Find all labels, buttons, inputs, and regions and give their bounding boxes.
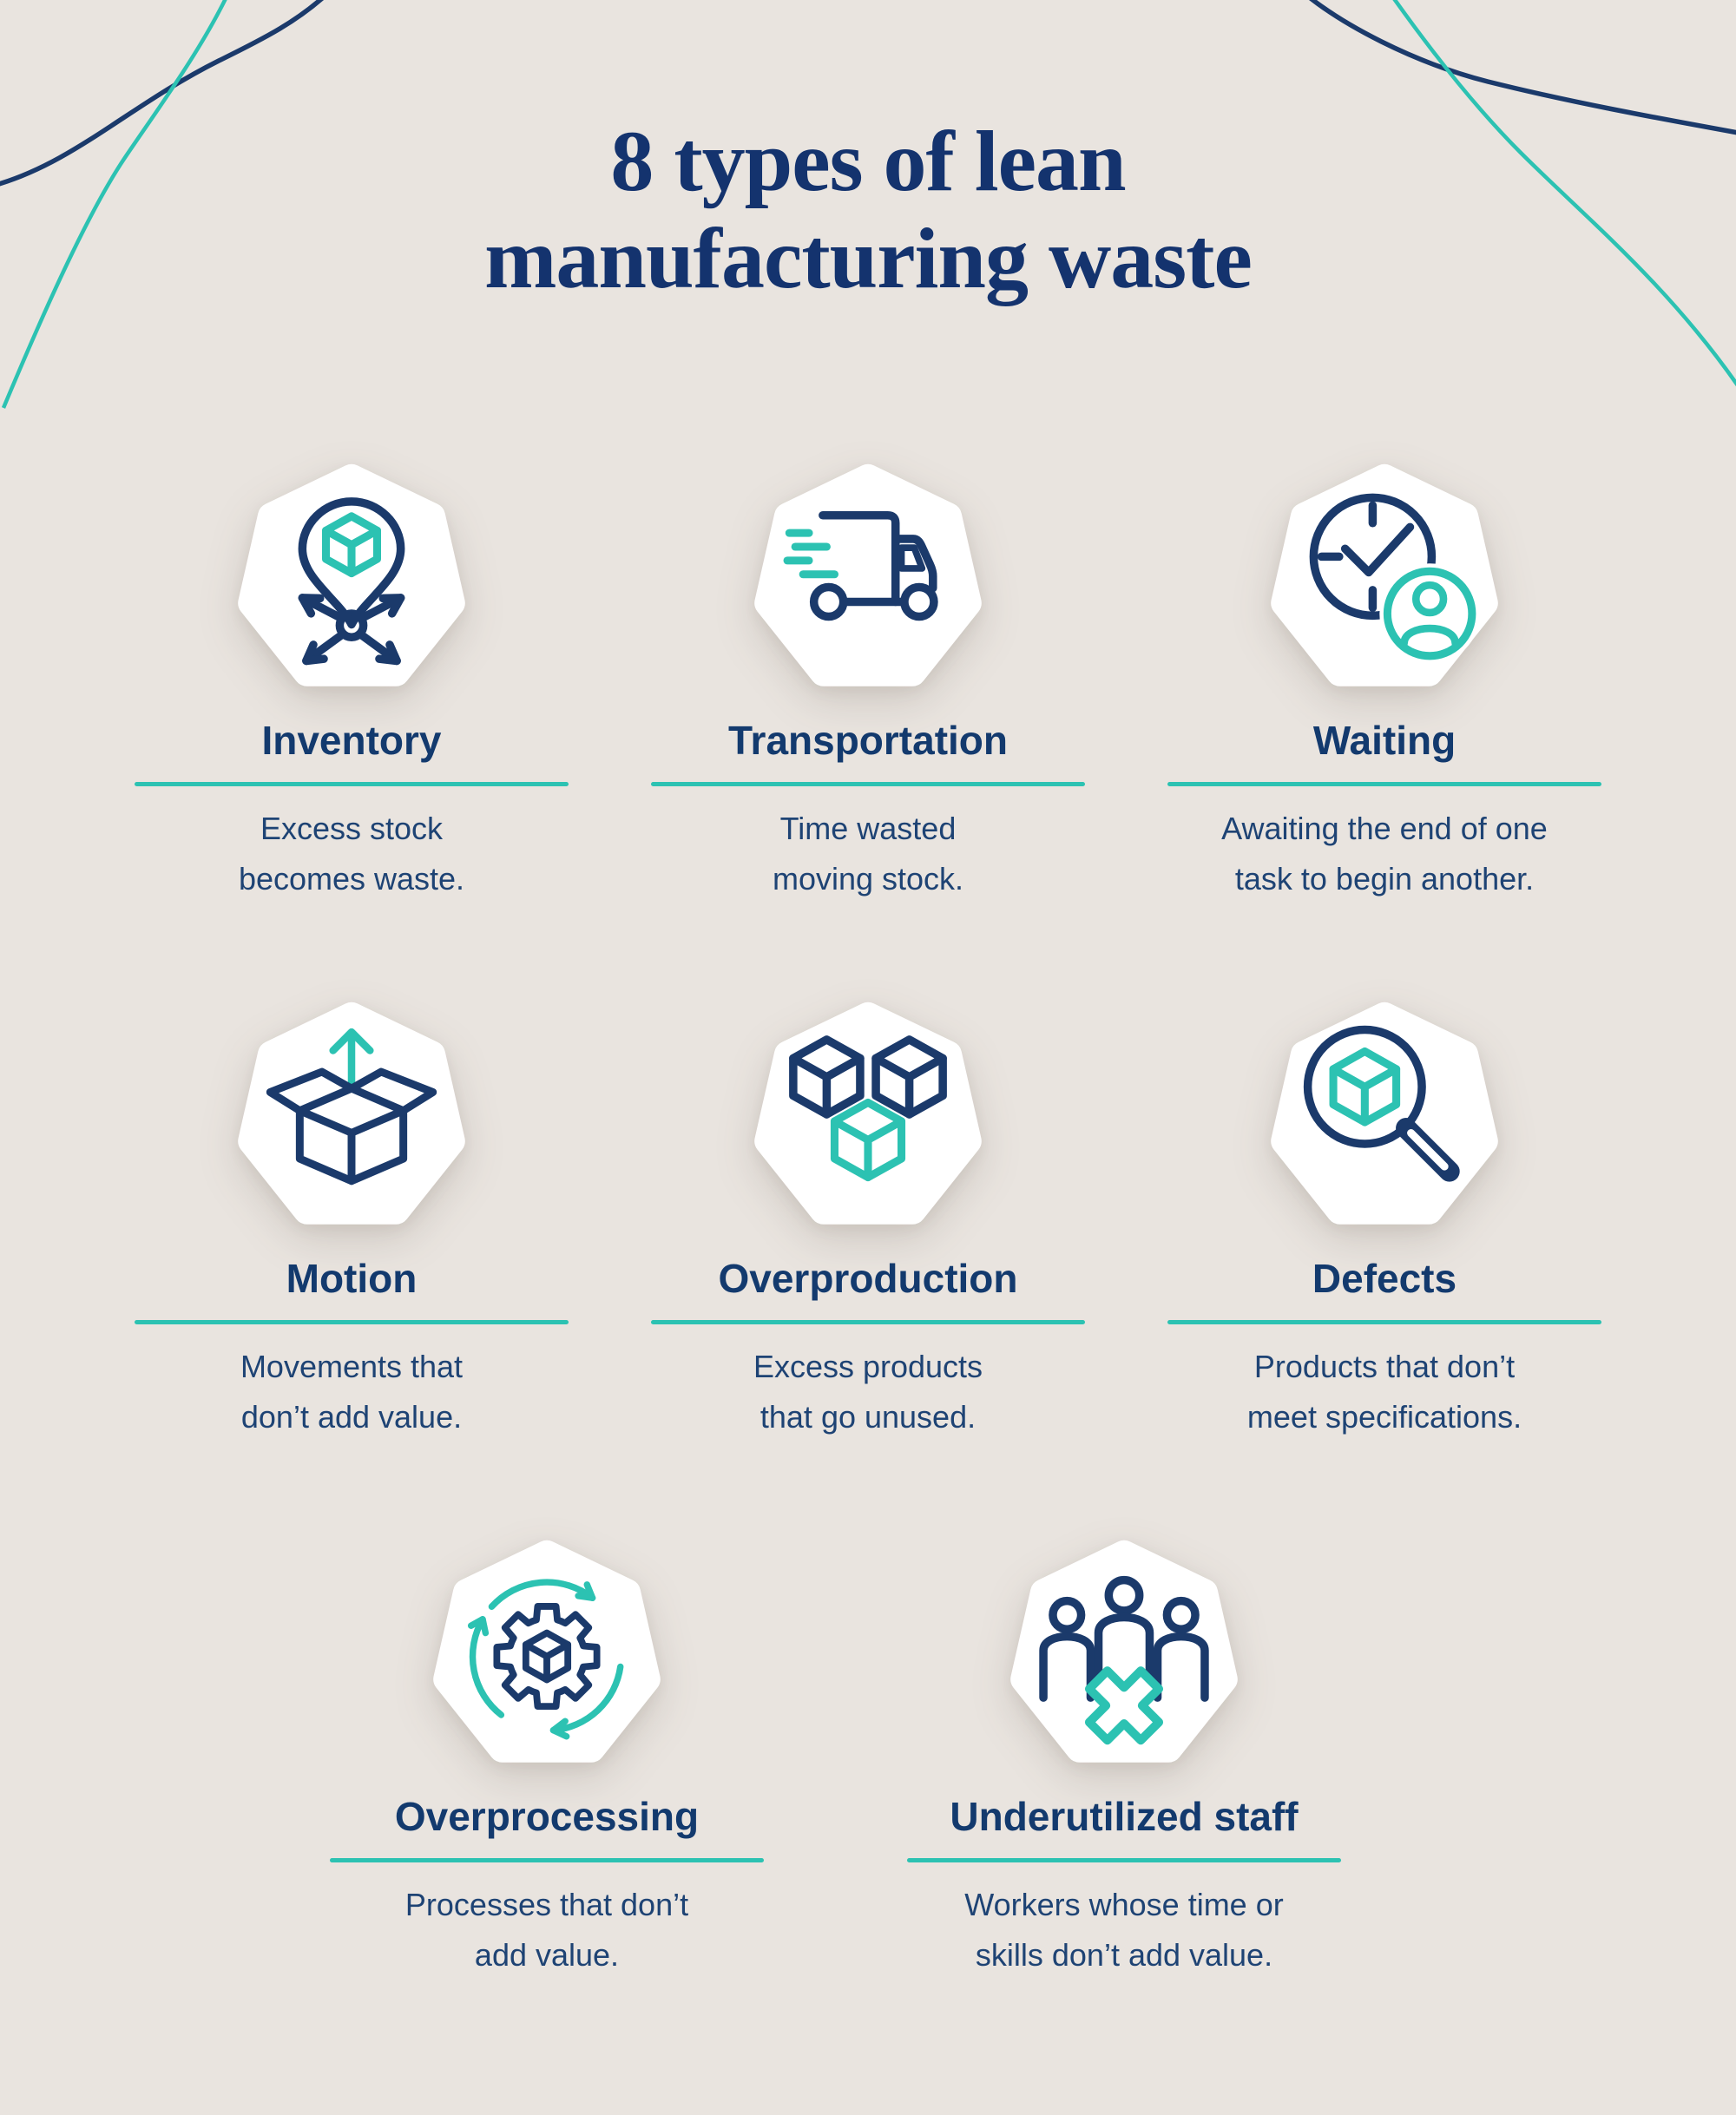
card-title: Motion [286,1256,418,1301]
desc-line: moving stock. [772,861,964,897]
decorative-curves [0,0,1736,409]
card-description: Workers whose time or skills don’t add v… [881,1880,1367,1980]
heptagon-badge [754,463,982,686]
card-inventory: Inventory Excess stock becomes waste. [108,458,595,904]
card-title: Overprocessing [394,1794,700,1839]
stacked-cubes-icon [754,1002,982,1225]
card-transportation: Transportation Time wasted moving stock. [625,458,1111,904]
card-title: Underutilized staff [950,1794,1299,1839]
desc-line: Workers whose time or [964,1887,1284,1923]
staff-cross-icon [1010,1540,1238,1763]
card-title: Defects [1312,1256,1457,1301]
desc-line: don’t add value. [240,1399,463,1435]
card-title: Overproduction [718,1256,1018,1301]
magnifier-cube-icon [1271,1002,1498,1225]
desc-line: Products that don’t [1253,1349,1516,1385]
teal-divider [1167,782,1601,787]
desc-line: Excess products [753,1349,983,1385]
teal-arc-left [1,0,227,409]
card-description: Time wasted moving stock. [625,804,1111,904]
card-waiting: Waiting Awaiting the end of one task to … [1141,458,1628,904]
desc-line: Time wasted [779,811,957,847]
desc-line: meet specifications. [1246,1399,1522,1435]
teal-divider [1167,1320,1601,1325]
desc-line: Excess stock [260,811,444,847]
teal-divider [330,1858,764,1863]
page-title-line2: manufacturing waste [484,210,1253,306]
card-description: Excess stock becomes waste. [108,804,595,904]
desc-line: task to begin another. [1234,861,1535,897]
navy-arc-right [1309,0,1736,135]
page-title: 8 types of lean manufacturing waste [0,113,1736,307]
teal-divider [651,1320,1085,1325]
page-title-line1: 8 types of lean [610,113,1126,209]
clock-person-icon [1271,463,1498,686]
delivery-truck-icon [754,463,982,686]
card-title: Waiting [1312,718,1457,763]
desc-line: becomes waste. [238,861,465,897]
teal-divider [135,782,569,787]
teal-divider [135,1320,569,1325]
navy-arc-left [0,0,325,187]
card-description: Excess products that go unused. [625,1342,1111,1442]
desc-line: Movements that [240,1349,464,1385]
card-description: Awaiting the end of one task to begin an… [1141,804,1628,904]
open-box-arrow-icon [238,1002,465,1225]
card-defects: Defects Products that don’t meet specifi… [1141,996,1628,1442]
card-title: Transportation [727,718,1009,763]
card-description: Processes that don’t add value. [304,1880,790,1980]
card-underutilized-staff: Underutilized staff Workers whose time o… [881,1534,1367,1980]
card-overprocessing: Overprocessing Processes that don’t add … [304,1534,790,1980]
card-overproduction: Overproduction Excess products that go u… [625,996,1111,1442]
teal-divider [651,782,1085,787]
desc-line: skills don’t add value. [975,1937,1273,1974]
gear-cycle-icon [433,1540,661,1763]
teal-divider [907,1858,1341,1863]
desc-line: add value. [474,1937,620,1974]
card-title: Inventory [261,718,442,763]
card-description: Movements that don’t add value. [108,1342,595,1442]
teal-arc-right [1392,0,1736,387]
desc-line: Processes that don’t [404,1887,689,1923]
card-description: Products that don’t meet specifications. [1141,1342,1628,1442]
desc-line: Awaiting the end of one [1221,811,1548,847]
desc-line: that go unused. [760,1399,976,1435]
card-motion: Motion Movements that don’t add value. [108,996,595,1442]
inventory-pin-icon [238,463,465,686]
